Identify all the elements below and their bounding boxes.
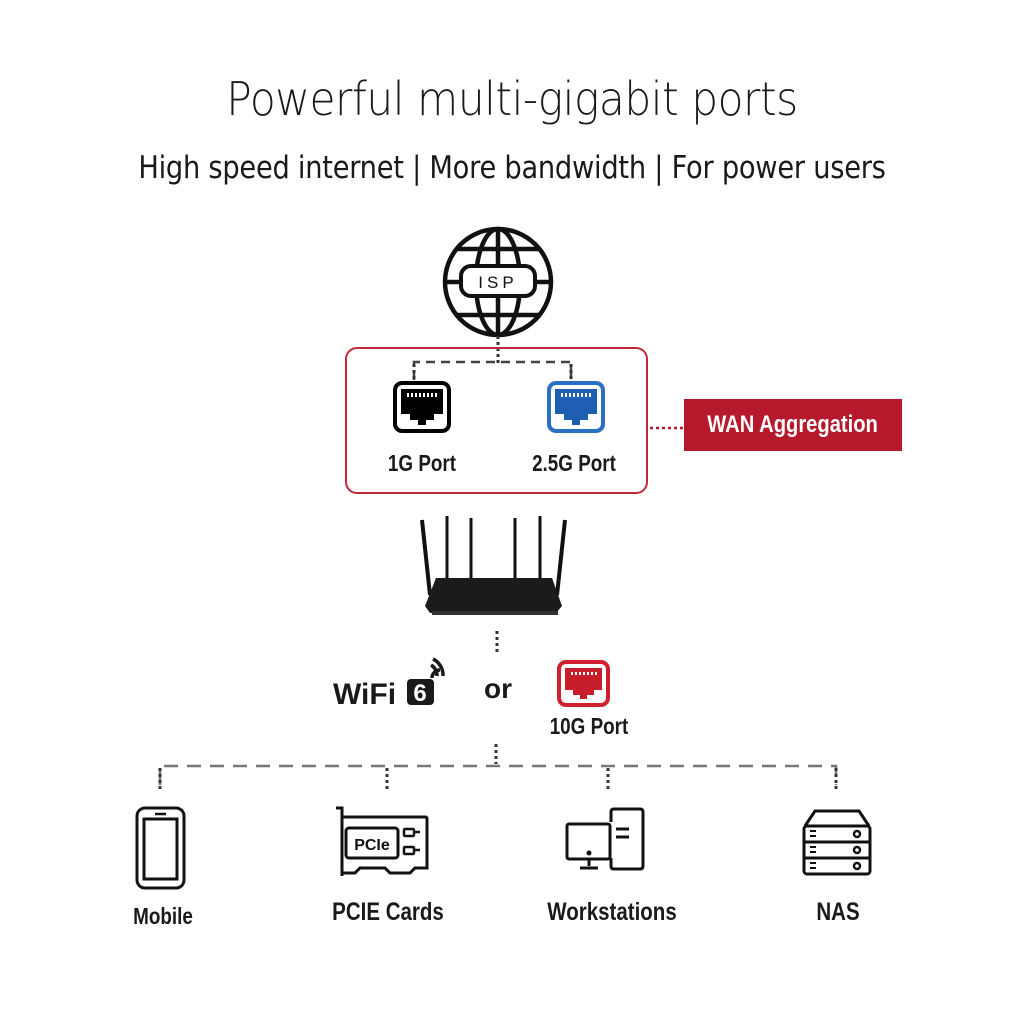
wan-aggregation-label: WAN Aggregation (707, 411, 879, 438)
mobile-phone-icon (135, 806, 186, 890)
pcie-chip-label: PCIe (354, 837, 390, 854)
device-label-pcie: PCIE Cards (332, 898, 444, 926)
ethernet-port-icon-10g (557, 660, 610, 707)
page-subtitle: High speed internet | More bandwidth | F… (138, 150, 886, 186)
device-bus (158, 764, 838, 785)
port-1g-label: 1G Port (387, 450, 457, 476)
device-label-workstations: Workstations (547, 898, 677, 926)
page-title: Powerful multi-gigabit ports (226, 72, 798, 126)
wan-aggregation-badge: WAN Aggregation (684, 399, 902, 451)
wifi-number: 6 (413, 680, 426, 707)
device-label-nas: NAS (816, 898, 860, 926)
isp-label-box (459, 264, 537, 298)
router-icon (420, 516, 567, 615)
device-label-mobile: Mobile (133, 903, 193, 929)
or-label: or (484, 673, 512, 704)
wifi6-logo-icon: WiFi 6 (333, 657, 445, 711)
port-25g-label: 2.5G Port (532, 450, 616, 476)
workstation-icon (565, 807, 645, 871)
ethernet-port-icon-1g (393, 381, 451, 433)
nas-icon (802, 809, 872, 876)
isp-label: ISP (478, 273, 517, 292)
wifi-label: WiFi (333, 678, 396, 711)
ethernet-port-icon-25g (547, 381, 605, 433)
port-10g-label: 10G Port (549, 713, 629, 739)
pcie-card-icon (336, 806, 429, 876)
wan-aggregation-group (345, 347, 648, 494)
